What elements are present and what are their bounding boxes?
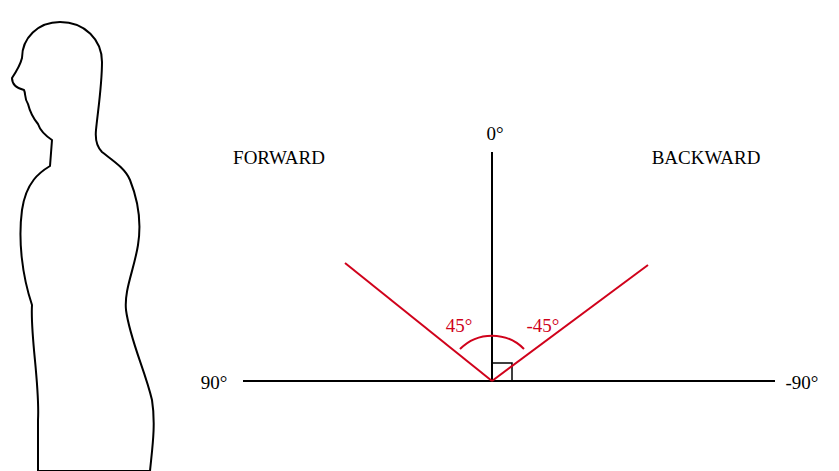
angle-label: -90° [786,373,819,392]
vertical-axis [491,152,493,381]
angle-label: -45° [527,316,560,335]
angle-label: 45° [446,316,473,335]
direction-label: BACKWARD [652,148,761,167]
forward-limit-line [345,263,492,381]
backward-limit-line [492,265,648,381]
direction-label: FORWARD [233,148,325,167]
angle-label: 0° [486,124,503,143]
human-silhouette [12,22,154,471]
angle-label: 90° [201,373,228,392]
angle-arc [460,336,524,349]
